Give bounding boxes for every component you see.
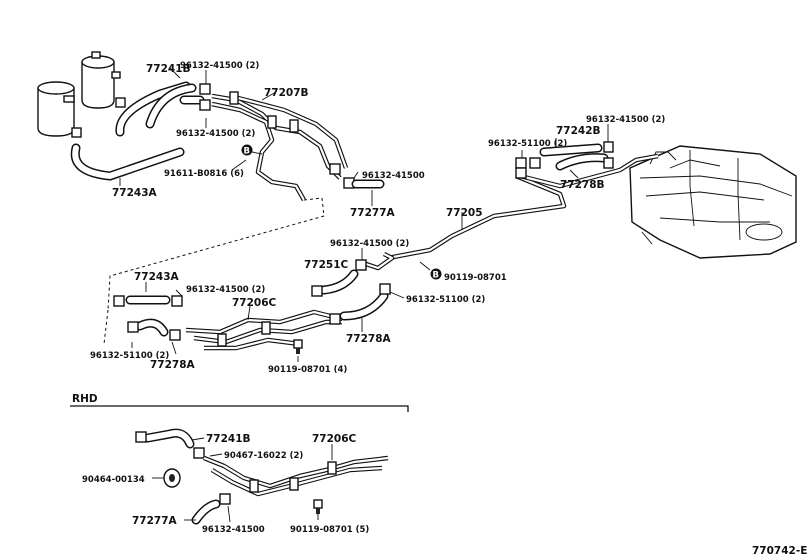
label-90464-00134: 90464-00134 — [82, 475, 145, 485]
label-96132-41500-2: 96132-41500 (2) — [176, 129, 255, 139]
label-96132-41500-2: 96132-41500 (2) — [186, 285, 265, 295]
label-77278B: 77278B — [560, 179, 605, 191]
label-90119-08701-4: 90119-08701 (4) — [268, 365, 347, 375]
fuel-tank — [629, 145, 797, 259]
bolt-B-marker: B — [241, 144, 253, 157]
charcoal-canister-right — [81, 51, 121, 109]
label-77278A: 77278A — [346, 333, 392, 345]
label-77206C: 77206C — [312, 433, 357, 445]
label-77242B: 77242B — [556, 125, 601, 137]
label-90119-08701: 90119-08701 — [444, 273, 507, 283]
label-77205: 77205 — [446, 207, 483, 219]
label-77243A: 77243A — [134, 271, 180, 283]
label-96132-51100-2: 96132-51100 (2) — [90, 351, 169, 361]
label-77206C: 77206C — [232, 297, 277, 309]
label-96132-51100-2: 96132-51100 (2) — [406, 295, 485, 305]
label-96132-41500-2: 96132-41500 (2) — [180, 61, 259, 71]
label-77277A: 77277A — [132, 515, 178, 527]
label-96132-41500: 96132-41500 — [202, 525, 265, 535]
label-96132-41500: 96132-41500 — [362, 171, 425, 181]
bolt-b-label: B — [244, 147, 250, 157]
hose-clamp — [71, 127, 82, 138]
label-90119-08701-5: 90119-08701 (5) — [290, 525, 369, 535]
grommet-90464 — [163, 468, 181, 488]
charcoal-canister-left — [37, 81, 75, 137]
label-90467-16022-2: 90467-16022 (2) — [224, 451, 303, 461]
bolt-90119-rhd — [313, 499, 323, 514]
label-96132-41500-2: 96132-41500 (2) — [330, 239, 409, 249]
label-96132-51100-2: 96132-51100 (2) — [488, 139, 567, 149]
label-91611-B0816: 91611-B0816 (6) — [164, 169, 244, 179]
hose-clamp — [199, 83, 211, 95]
bolt-90119-mid — [293, 339, 303, 354]
label-rhd: RHD — [72, 393, 98, 405]
bolt-b-label-2: B — [433, 271, 439, 281]
label-77251C: 77251C — [304, 259, 349, 271]
label-77207B: 77207B — [264, 87, 309, 99]
fuel-pipe-77207B — [211, 93, 349, 202]
hose-clamp — [115, 97, 126, 108]
label-77241B: 77241B — [206, 433, 251, 445]
rhd-section-bracket — [70, 405, 409, 412]
label-77277A: 77277A — [350, 207, 396, 219]
fuel-pipe-77205 — [359, 153, 659, 271]
label-77243A: 77243A — [112, 187, 158, 199]
label-77278A: 77278A — [150, 359, 196, 371]
bolt-B-marker-2: B — [430, 268, 442, 281]
label-96132-41500-2: 96132-41500 (2) — [586, 115, 665, 125]
figure-code: 770742-E — [752, 545, 807, 557]
label-77241B: 77241B — [146, 63, 191, 75]
hose-clamp — [199, 99, 211, 111]
